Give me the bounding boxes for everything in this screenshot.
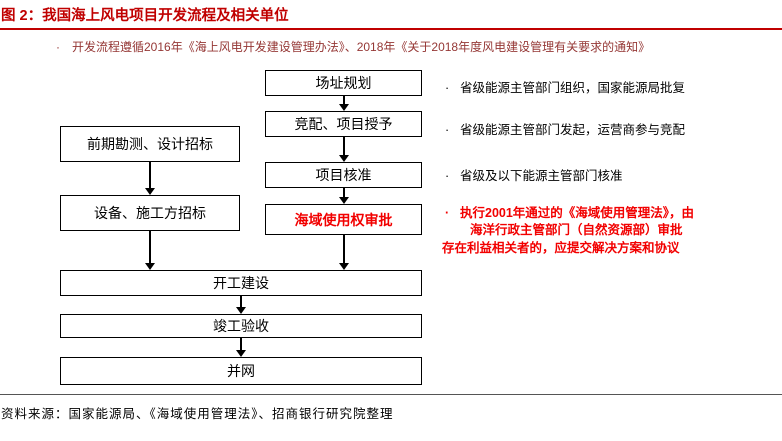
source-divider <box>0 394 782 395</box>
annotation-sea-area-line1: · 执行2001年通过的《海域使用管理法》，由 <box>445 202 694 221</box>
bullet-icon: · <box>445 123 450 137</box>
flow-box-site-planning: 场址规划 <box>265 70 422 96</box>
flow-arrow-down <box>339 96 349 111</box>
annotation-text: 执行2001年通过的《海域使用管理法》，由 <box>460 206 695 220</box>
annotation-competition: · 省级能源主管部门发起，运营商参与竞配 <box>445 119 685 138</box>
bullet-icon: · <box>445 169 450 183</box>
flow-box-survey-bidding: 前期勘测、设计招标 <box>60 126 240 162</box>
flow-box-equipment-bidding: 设备、施工方招标 <box>60 195 240 231</box>
flow-arrow-down <box>236 338 246 357</box>
flow-arrow-down <box>339 137 349 162</box>
annotation-site-planning: · 省级能源主管部门组织，国家能源局批复 <box>445 77 685 96</box>
flow-arrow-down <box>145 162 155 195</box>
figure-title: 图 2：我国海上风电项目开发流程及相关单位 <box>1 8 289 24</box>
flow-arrow-down <box>236 296 246 314</box>
flow-box-grid-connection: 并网 <box>60 357 422 385</box>
flow-box-competition: 竞配、项目授予 <box>265 111 422 137</box>
annotation-sea-area-line2: 海洋行政主管部门（自然资源部）审批 <box>470 223 683 237</box>
figure-note: · 开发流程遵循2016年《海上风电开发建设管理办法》、2018年《关于2018年… <box>56 38 771 55</box>
flow-arrow-down <box>339 188 349 204</box>
source-note: 资料来源：国家能源局、《海域使用管理法》、招商银行研究院整理 <box>1 407 394 421</box>
figure-note-text: 开发流程遵循2016年《海上风电开发建设管理办法》、2018年《关于2018年度… <box>72 40 651 54</box>
flow-arrow-down <box>145 231 155 270</box>
annotation-sea-area-line3: 存在利益相关者的，应提交解决方案和协议 <box>442 241 680 255</box>
bullet-icon: · <box>445 206 450 220</box>
annotation-text: 省级及以下能源主管部门核准 <box>460 169 623 183</box>
title-underline <box>0 28 782 30</box>
flow-box-approval: 项目核准 <box>265 162 422 188</box>
annotation-approval: · 省级及以下能源主管部门核准 <box>445 165 623 184</box>
annotation-text: 省级能源主管部门组织，国家能源局批复 <box>460 81 686 95</box>
flow-box-sea-area-permit: 海域使用权审批 <box>265 204 422 235</box>
bullet-icon: · <box>56 40 60 54</box>
flow-box-construction: 开工建设 <box>60 270 422 296</box>
annotation-text: 省级能源主管部门发起，运营商参与竞配 <box>460 123 686 137</box>
bullet-icon: · <box>445 81 450 95</box>
flow-arrow-down <box>339 235 349 270</box>
flow-box-acceptance: 竣工验收 <box>60 314 422 338</box>
